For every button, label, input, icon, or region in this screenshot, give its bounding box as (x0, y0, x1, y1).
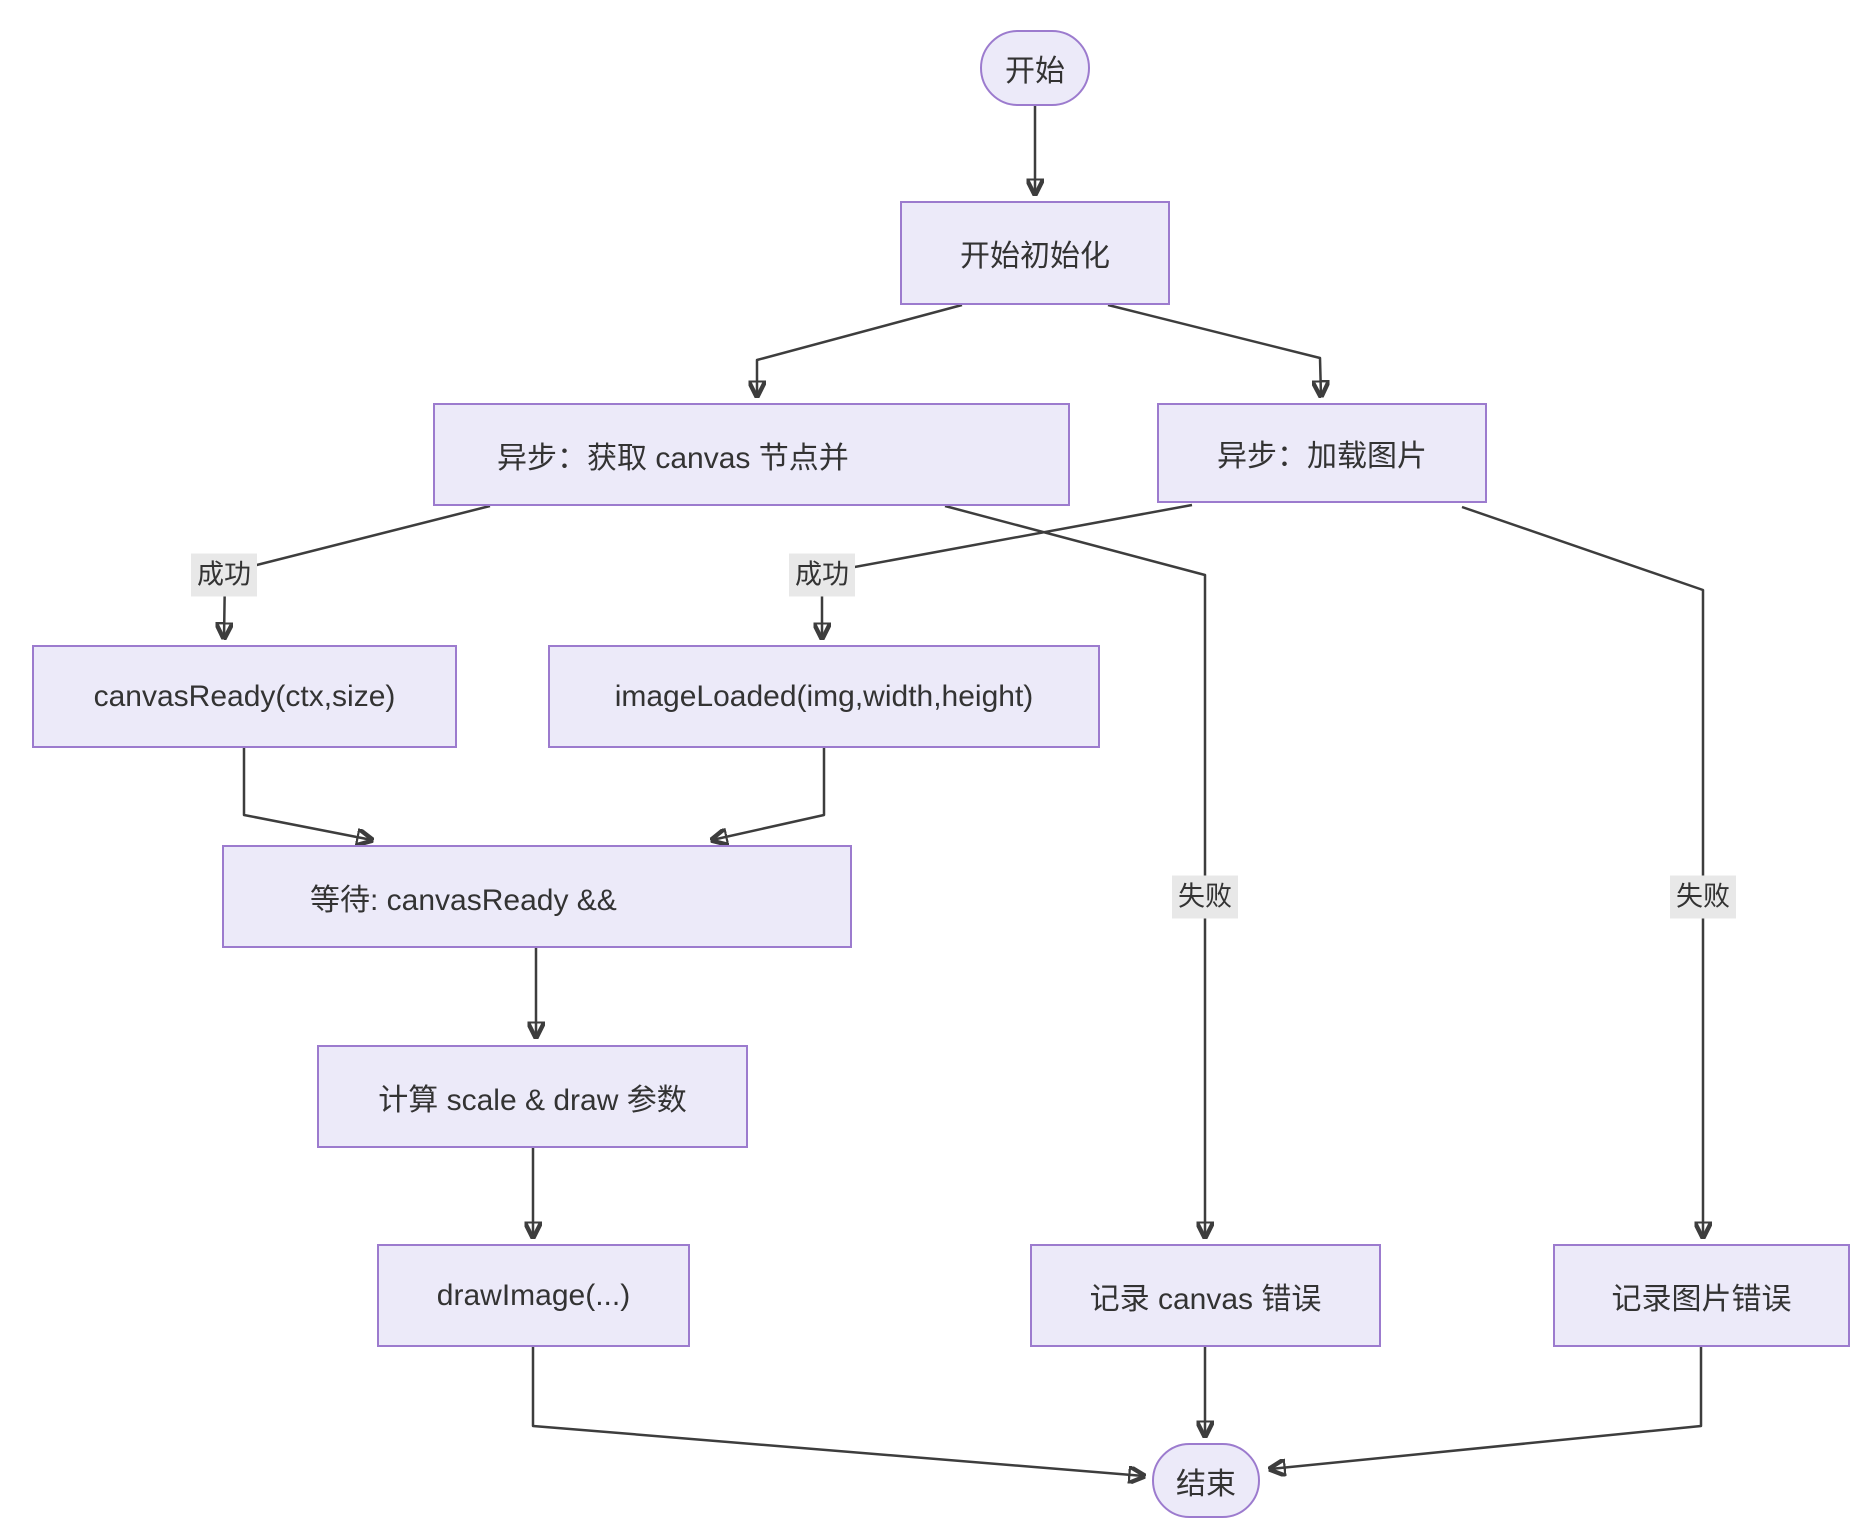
edge-async-image-fail (1461, 505, 1703, 1237)
node-log-image-error-label: 记录图片错误 (1611, 1282, 1792, 1316)
node-draw-image-label: drawImage(...) (436, 1278, 631, 1312)
node-start: 开始 (980, 30, 1090, 106)
node-log-canvas-error-label: 记录 canvas 错误 (1089, 1282, 1322, 1316)
node-canvas-ready-label: canvasReady(ctx,size) (93, 679, 396, 713)
node-log-image-error: 记录图片错误 (1553, 1244, 1850, 1347)
node-async-get-canvas: 异步：获取 canvas 节点并 (433, 403, 1070, 506)
node-image-loaded: imageLoaded(img,width,height) (548, 645, 1100, 748)
node-wait-condition-label: 等待: canvasReady && (310, 883, 617, 917)
node-end: 结束 (1152, 1443, 1260, 1518)
edge-canvas-ready-wait (242, 748, 372, 840)
node-wait-condition: 等待: canvasReady && (222, 845, 852, 948)
node-init-label: 开始初始化 (960, 240, 1110, 273)
node-calc-scale-draw-params-label: 计算 scale & draw 参数 (378, 1083, 687, 1117)
edge-async-canvas-success (224, 504, 491, 638)
node-image-loaded-label: imageLoaded(img,width,height) (614, 679, 1034, 713)
edge-init-async-canvas (757, 303, 963, 396)
node-draw-image: drawImage(...) (377, 1244, 690, 1347)
edge-image-loaded-wait (712, 748, 826, 840)
node-end-label: 结束 (1176, 1467, 1236, 1501)
edge-label-success-canvas: 成功 (191, 553, 257, 597)
node-start-label: 开始 (1005, 55, 1065, 88)
edge-init-async-image (1107, 303, 1321, 396)
edge-label-fail-canvas: 失败 (1172, 875, 1238, 919)
edge-log-image-end (1270, 1347, 1703, 1469)
node-async-load-image: 异步：加载图片 (1157, 403, 1487, 503)
edge-async-image-success (822, 503, 1193, 638)
node-log-canvas-error: 记录 canvas 错误 (1030, 1244, 1381, 1347)
node-init: 开始初始化 (900, 201, 1170, 305)
edge-label-fail-image: 失败 (1670, 875, 1736, 919)
node-calc-scale-draw-params: 计算 scale & draw 参数 (317, 1045, 748, 1148)
edge-label-success-image: 成功 (789, 553, 855, 597)
node-async-load-image-label: 异步：加载图片 (1217, 440, 1427, 473)
node-canvas-ready: canvasReady(ctx,size) (32, 645, 457, 748)
edge-draw-end (531, 1347, 1144, 1476)
node-async-get-canvas-label: 异步：获取 canvas 节点并 (497, 441, 849, 475)
edge-async-canvas-fail (944, 504, 1205, 1237)
